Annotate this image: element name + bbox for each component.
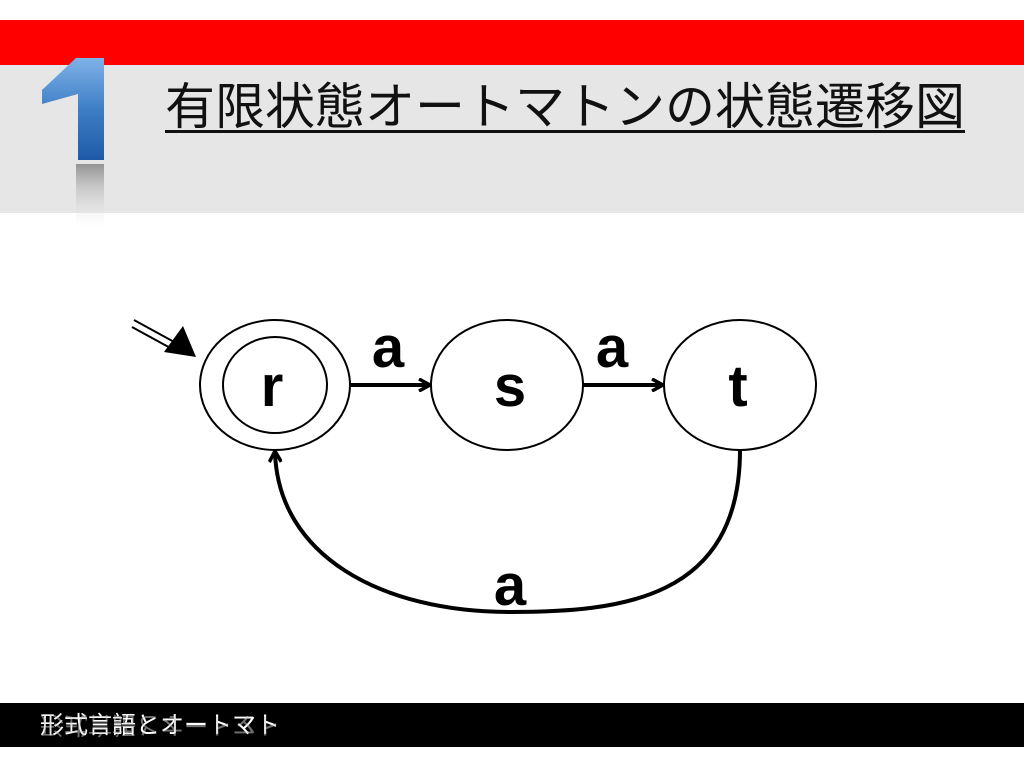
transition-t-r-label: a bbox=[494, 553, 527, 618]
transition-r-s: a bbox=[350, 315, 429, 385]
transition-s-t: a bbox=[583, 315, 662, 385]
start-arrow bbox=[132, 320, 196, 357]
state-r-label: r bbox=[261, 354, 284, 419]
state-t: t bbox=[664, 320, 816, 450]
state-t-label: t bbox=[728, 354, 747, 419]
state-r: r bbox=[200, 320, 350, 450]
footer-title-reflection: 形式言語とオートマト bbox=[40, 709, 280, 741]
transition-r-s-label: a bbox=[372, 315, 405, 380]
transition-s-t-label: a bbox=[596, 315, 629, 380]
state-s-label: s bbox=[494, 354, 526, 419]
transition-t-r: a bbox=[275, 450, 740, 618]
state-s: s bbox=[431, 320, 583, 450]
